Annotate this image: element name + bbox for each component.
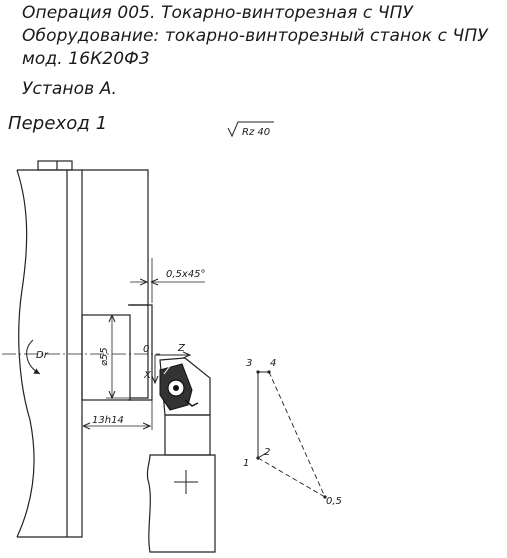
- coordinate-system: 0 Z X: [143, 343, 190, 383]
- tool-path: 3 4 1 2 0,5: [243, 358, 342, 507]
- rotation-label: Dr: [36, 350, 49, 361]
- roughness-symbol: Rz 40: [227, 121, 274, 138]
- chuck-jaw: [37, 160, 73, 171]
- path-point-2: 2: [264, 447, 270, 458]
- crosshair-icon: [174, 470, 198, 494]
- length-label: 13h14: [92, 415, 124, 426]
- roughness-value: Rz 40: [242, 127, 270, 138]
- path-point-3: 3: [246, 358, 252, 369]
- diameter-label: ⌀55: [99, 347, 110, 366]
- z-axis-label: Z: [177, 343, 186, 354]
- path-point-1: 1: [243, 458, 249, 469]
- machine-model: мод. 16К20Ф3: [22, 49, 150, 69]
- rotation-arrow: Dr: [26, 339, 49, 375]
- operation-title: Операция 005. Токарно-винторезная с ЧПУ: [22, 3, 413, 23]
- cutting-insert-icon: [159, 363, 199, 411]
- workpiece: [16, 160, 153, 538]
- origin-label: 0: [143, 344, 149, 355]
- chamfer-label: 0,5x45°: [166, 269, 206, 280]
- cutting-tool: [159, 357, 211, 456]
- chamfer-dimension: [130, 258, 205, 303]
- length-dimension: [81, 400, 153, 430]
- x-axis-label: X: [143, 370, 152, 381]
- path-point-0-5: 0,5: [326, 496, 342, 507]
- setup-label: Установ А.: [22, 79, 117, 99]
- diameter-dimension: [106, 314, 130, 398]
- path-point-4: 4: [270, 358, 276, 369]
- support-block: [146, 454, 216, 553]
- equipment-line: Оборудование: токарно-винторезный станок…: [22, 26, 488, 46]
- step-label: Переход 1: [8, 113, 108, 134]
